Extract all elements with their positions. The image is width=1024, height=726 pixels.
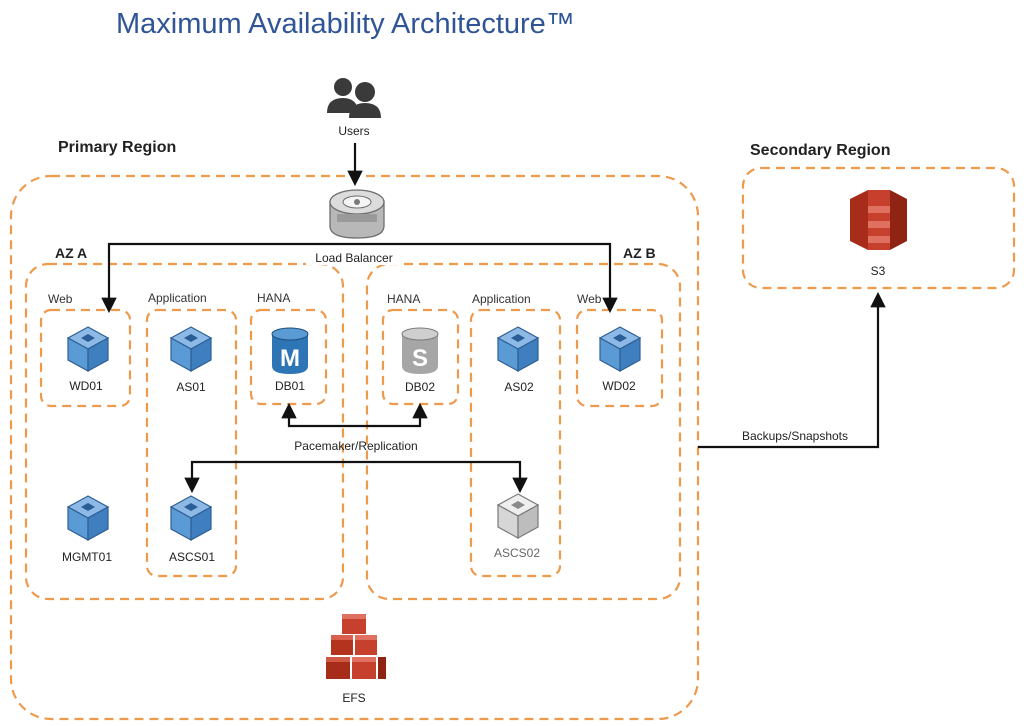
ascs-replication-arrow	[184, 460, 528, 494]
backups-label: Backups/Snapshots	[742, 429, 848, 443]
ascs02-label: ASCS02	[494, 546, 540, 560]
load-balancer-icon	[329, 189, 385, 239]
web-group-a-label: Web	[48, 292, 73, 306]
db02-database-icon: S	[401, 327, 439, 374]
ascs01-label: ASCS01	[169, 550, 215, 564]
backups-arrow	[698, 291, 886, 449]
az-a-boundary	[24, 262, 345, 601]
as01-instance-icon	[170, 326, 212, 372]
efs-label: EFS	[342, 691, 365, 705]
web-group-b-label: Web	[577, 292, 602, 306]
replication-label: Pacemaker/Replication	[294, 439, 417, 453]
as02-instance-icon	[497, 326, 539, 372]
as01-label: AS01	[176, 380, 206, 394]
hana-replication-arrow	[281, 402, 428, 428]
mgmt01-instance-icon	[67, 495, 109, 541]
wd01-instance-icon	[67, 326, 109, 372]
ascs02-instance-icon	[497, 493, 539, 539]
hana-group-a-label: HANA	[257, 291, 290, 305]
web-group-a	[39, 308, 132, 408]
load-balancer-distribution-arrow	[101, 242, 618, 314]
as02-label: AS02	[504, 380, 534, 394]
db01-database-icon: M	[271, 327, 309, 374]
db02-label: DB02	[405, 380, 435, 394]
ascs01-instance-icon	[170, 495, 212, 541]
application-group-a-label: Application	[148, 291, 207, 305]
wd01-label: WD01	[69, 379, 103, 393]
db01-glyph: M	[280, 345, 300, 372]
wd02-instance-icon	[599, 326, 641, 372]
secondary-region-label: Secondary Region	[750, 142, 890, 159]
application-group-b-label: Application	[472, 292, 531, 306]
users-icon	[327, 78, 381, 118]
az-a-label: AZ A	[55, 245, 87, 261]
az-b-label: AZ B	[623, 245, 656, 261]
page-title: Maximum Availability Architecture™	[116, 8, 575, 40]
s3-label: S3	[871, 264, 886, 278]
db01-label: DB01	[275, 379, 305, 393]
primary-region-label: Primary Region	[58, 139, 176, 156]
db02-glyph: S	[412, 345, 428, 372]
users-label: Users	[338, 124, 369, 138]
efs-icon	[326, 614, 386, 679]
s3-bucket-icon	[850, 190, 907, 250]
load-balancer-label: Load Balancer	[315, 251, 392, 265]
hana-group-b-label: HANA	[387, 292, 420, 306]
secondary-region-boundary	[741, 166, 1016, 290]
web-group-b	[575, 308, 664, 408]
wd02-label: WD02	[602, 379, 636, 393]
mgmt01-label: MGMT01	[62, 550, 112, 564]
